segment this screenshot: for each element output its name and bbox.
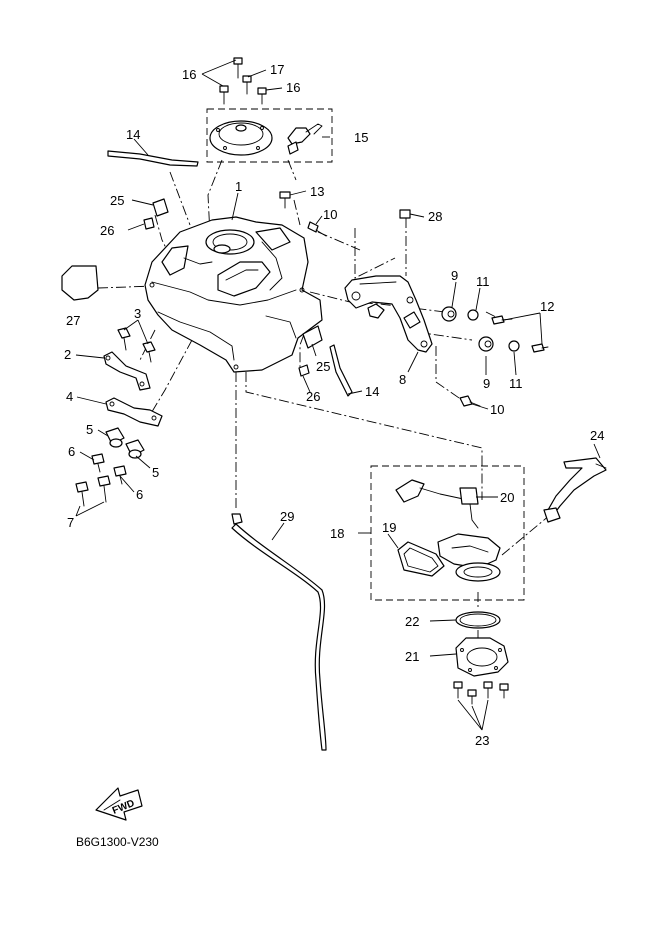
callout-2: 2 xyxy=(64,347,71,362)
diagram-code: B6G1300-V230 xyxy=(76,835,159,849)
bolts-12 xyxy=(491,315,549,353)
callout-26-right: 26 xyxy=(306,389,320,404)
stay-2 xyxy=(103,351,151,391)
callout-14-right: 14 xyxy=(365,384,379,399)
fuel-cap xyxy=(209,120,273,156)
collar-11-top xyxy=(467,309,479,321)
callout-27: 27 xyxy=(66,313,80,328)
fuel-pump-body xyxy=(437,533,501,582)
callout-16-left: 16 xyxy=(182,67,196,82)
hose-14-right xyxy=(329,344,353,397)
callout-6-right: 6 xyxy=(136,487,143,502)
fuel-tank xyxy=(144,216,323,373)
callout-23: 23 xyxy=(475,733,489,748)
callout-15: 15 xyxy=(354,130,368,145)
bolt-10-top xyxy=(307,221,327,237)
stay-4 xyxy=(105,397,163,427)
callout-8: 8 xyxy=(399,372,406,387)
callout-11-top: 11 xyxy=(476,274,490,289)
seal-22 xyxy=(455,611,501,629)
callout-1: 1 xyxy=(235,179,242,194)
callout-9-bottom: 9 xyxy=(483,376,490,391)
callout-5-left: 5 xyxy=(86,422,93,437)
callout-17: 17 xyxy=(270,62,284,77)
bracket-8 xyxy=(344,275,433,353)
gasket-19 xyxy=(397,541,445,577)
nuts-3 xyxy=(117,327,156,363)
hose-14-top xyxy=(107,150,199,167)
cap-bolts xyxy=(219,57,267,105)
callout-12: 12 xyxy=(540,299,554,314)
callout-5-right: 5 xyxy=(152,465,159,480)
leader-lines xyxy=(75,59,601,731)
callout-7: 7 xyxy=(67,515,74,530)
fuel-cap-key xyxy=(287,123,323,155)
collar-6-left xyxy=(91,453,105,473)
callout-3: 3 xyxy=(134,306,141,321)
callout-11-bottom: 11 xyxy=(509,376,523,391)
callout-10-top: 10 xyxy=(323,207,337,222)
callout-18: 18 xyxy=(330,526,344,541)
damper-5-left xyxy=(105,427,125,448)
callout-labels: 1 2 3 4 5 5 6 6 7 8 9 9 10 10 11 11 12 1… xyxy=(64,62,604,748)
callout-13: 13 xyxy=(310,184,324,199)
callout-20: 20 xyxy=(500,490,514,505)
bolts-7 xyxy=(75,475,111,507)
collar-6-right xyxy=(113,465,127,485)
callout-19: 19 xyxy=(382,520,396,535)
damper-9-bottom xyxy=(478,336,494,352)
clip-26-right xyxy=(298,364,310,377)
callout-28: 28 xyxy=(428,209,442,224)
callout-26-top: 26 xyxy=(100,223,114,238)
callout-14-top: 14 xyxy=(126,127,140,142)
damper-9-top xyxy=(441,306,457,322)
fwd-arrow-icon: FWD xyxy=(95,787,143,821)
callout-10-bottom: 10 xyxy=(490,402,504,417)
bolt-13 xyxy=(279,191,291,209)
callout-24: 24 xyxy=(590,428,604,443)
callout-6-left: 6 xyxy=(68,444,75,459)
callout-29: 29 xyxy=(280,509,294,524)
clip-26-top xyxy=(143,217,155,230)
callout-16-right: 16 xyxy=(286,80,300,95)
callout-9-top: 9 xyxy=(451,268,458,283)
callout-22: 22 xyxy=(405,614,419,629)
damper-25-right xyxy=(302,325,323,349)
breather-hose-29 xyxy=(231,513,327,751)
callout-25-top: 25 xyxy=(110,193,124,208)
fuel-level-sender xyxy=(395,479,469,503)
fuel-sender-20 xyxy=(459,487,479,529)
bolt-28 xyxy=(399,209,411,219)
callout-4: 4 xyxy=(66,389,73,404)
pad-27 xyxy=(61,265,99,301)
callout-21: 21 xyxy=(405,649,419,664)
plate-21 xyxy=(455,637,509,677)
damper-25-top xyxy=(152,198,169,217)
damper-5-right xyxy=(125,439,145,459)
bolt-10-bottom xyxy=(459,395,481,407)
callout-25-right: 25 xyxy=(316,359,330,374)
fuel-hose-24 xyxy=(543,457,607,523)
bolts-23 xyxy=(453,681,509,705)
collar-11-bottom xyxy=(508,340,520,352)
